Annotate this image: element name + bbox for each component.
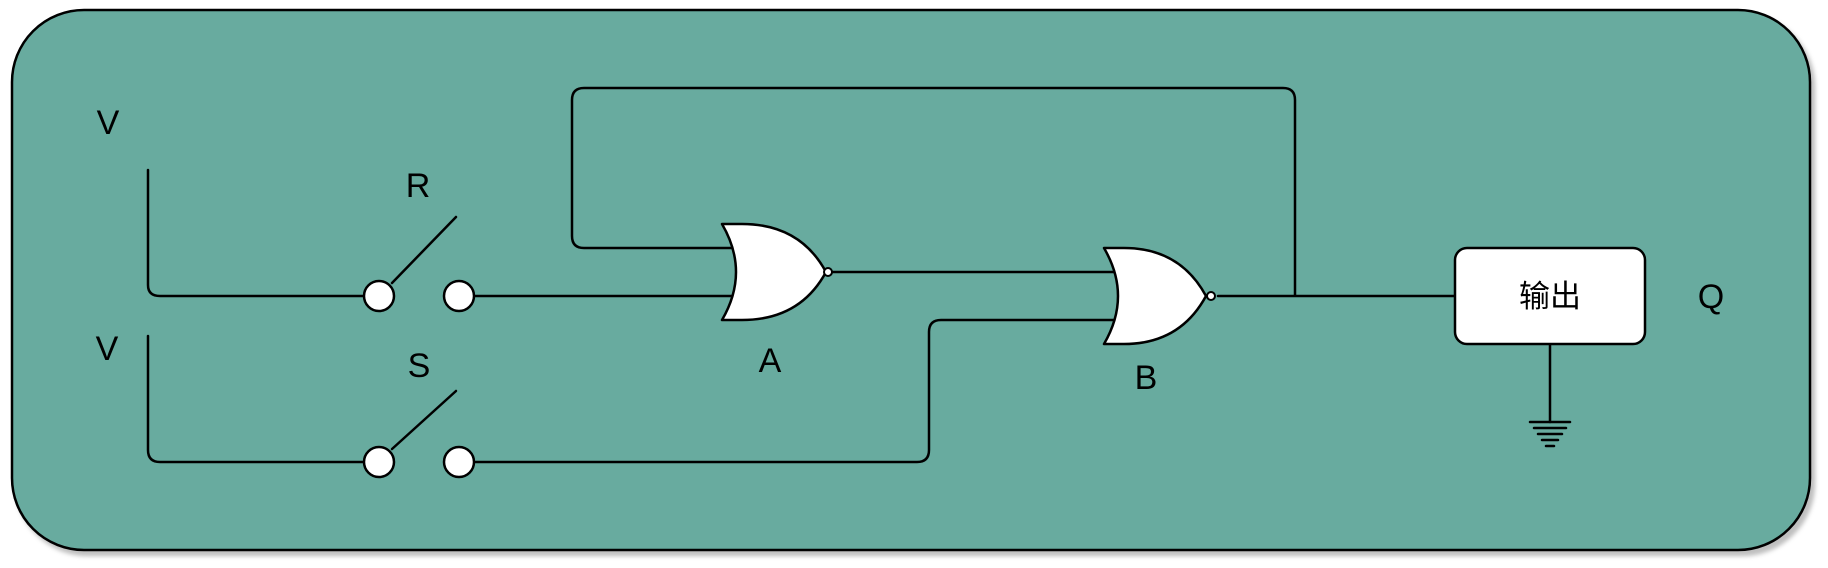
label-gate-b: B bbox=[1135, 359, 1158, 397]
wire-s-to-b bbox=[471, 318, 1117, 464]
nor-gate-a bbox=[720, 222, 833, 322]
label-switch-r: R bbox=[406, 167, 431, 205]
output-box-label: 输出 bbox=[1519, 279, 1581, 315]
label-v-bottom: V bbox=[96, 330, 119, 368]
label-output-q: Q bbox=[1698, 278, 1724, 316]
nor-gate-b bbox=[1102, 246, 1216, 346]
label-switch-s: S bbox=[408, 347, 431, 385]
feedback-wire bbox=[570, 86, 1297, 297]
output-box bbox=[1453, 246, 1647, 346]
wire-v-top bbox=[146, 168, 367, 298]
switch-r bbox=[362, 215, 476, 313]
switch-s bbox=[362, 389, 476, 479]
ground-icon bbox=[1528, 420, 1572, 448]
label-v-top: V bbox=[97, 104, 120, 142]
wire-v-bottom bbox=[146, 334, 367, 464]
label-gate-a: A bbox=[759, 342, 782, 380]
circuit-panel bbox=[10, 8, 1812, 552]
